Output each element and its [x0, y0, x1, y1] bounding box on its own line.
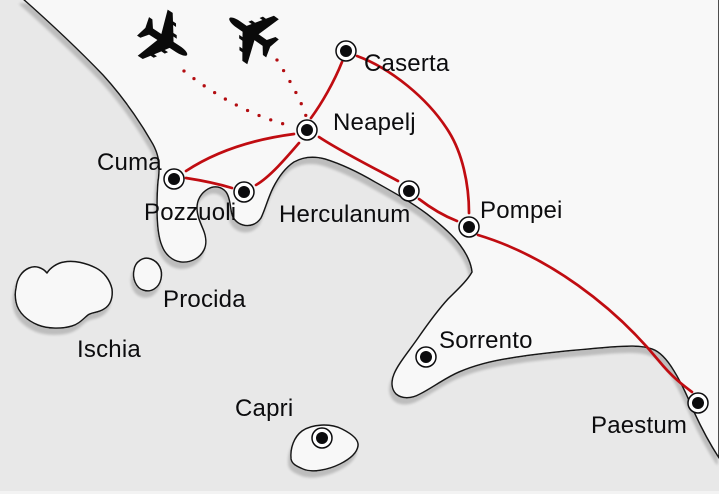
place-label-paestum: Paestum [591, 412, 687, 439]
route-caserta-pompei [355, 54, 471, 215]
air-routes [182, 58, 308, 128]
route-pozzuoli-neapelj [254, 141, 301, 187]
route-neapelj-cuma [184, 132, 296, 173]
place-label-ischia: Ischia [77, 336, 141, 363]
city-marker-cuma[interactable] [163, 168, 185, 190]
route-pompei-paestum [476, 233, 694, 394]
mainland-campania [23, 0, 719, 459]
city-marker-caserta[interactable] [335, 40, 357, 62]
city-markers [163, 40, 709, 449]
place-label-sorrento: Sorrento [439, 327, 533, 354]
route-neapelj-herculanum [317, 135, 400, 183]
place-label-cuma: Cuma [97, 149, 162, 176]
bottom-edge-strip [0, 491, 719, 494]
tour-routes [184, 54, 694, 394]
route-caserta-neapelj [309, 60, 344, 120]
route-cuma-pozzuoli [184, 176, 234, 190]
island-procida [132, 257, 163, 292]
place-label-capri: Capri [235, 395, 293, 422]
place-label-herculanum: Herculanum [279, 201, 410, 228]
place-label-procida: Procida [163, 286, 246, 313]
place-label-pozzuoli: Pozzuoli [144, 199, 236, 226]
city-marker-pompei[interactable] [458, 216, 480, 238]
city-marker-capri[interactable] [311, 427, 333, 449]
place-label-neapelj: Neapelj [333, 109, 416, 136]
island-ischia [14, 260, 113, 329]
city-marker-sorrento[interactable] [415, 346, 437, 368]
air-route-west-dotted [182, 69, 293, 128]
landmass-group [14, 0, 719, 472]
city-marker-neapelj[interactable] [296, 119, 318, 141]
route-herculanum-pompei [417, 197, 459, 223]
city-marker-paestum[interactable] [687, 392, 709, 414]
place-label-pompei: Pompei [480, 197, 563, 224]
city-marker-pozzuoli[interactable] [233, 181, 255, 203]
place-label-caserta: Caserta [364, 50, 450, 77]
city-marker-herculanum[interactable] [398, 180, 420, 202]
